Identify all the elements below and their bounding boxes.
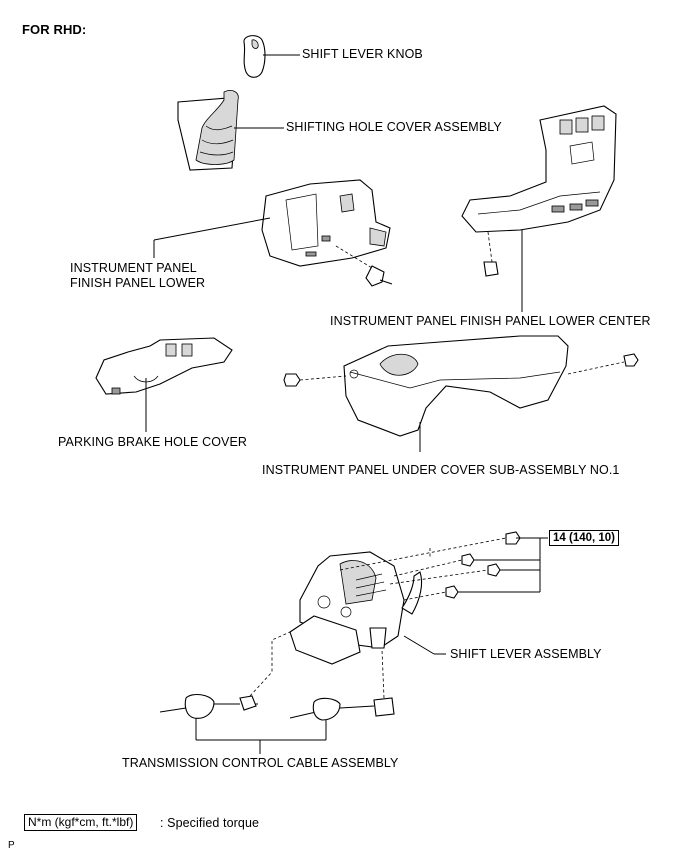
- label-shift-lever-assembly: SHIFT LEVER ASSEMBLY: [450, 647, 602, 661]
- label-transmission-control-cable: TRANSMISSION CONTROL CABLE ASSEMBLY: [122, 756, 399, 770]
- parking-brake-hole-cover-drawing: [95, 337, 233, 432]
- page-title: FOR RHD:: [22, 22, 87, 37]
- shift-lever-knob-drawing: [243, 35, 300, 78]
- legend-unit-description: : Specified torque: [160, 816, 260, 830]
- label-ip-finish-panel-lower-center: INSTRUMENT PANEL FINISH PANEL LOWER CENT…: [330, 314, 651, 328]
- torque-spec-label: 14 (140, 10): [549, 530, 620, 546]
- footer-code: P: [8, 840, 15, 851]
- shifting-hole-cover-drawing: [177, 90, 284, 171]
- ip-under-cover-drawing: [283, 335, 639, 452]
- label-ip-under-cover: INSTRUMENT PANEL UNDER COVER SUB-ASSEMBL…: [262, 463, 620, 477]
- label-shifting-hole-cover: SHIFTING HOLE COVER ASSEMBLY: [286, 120, 502, 134]
- label-parking-brake-hole-cover: PARKING BRAKE HOLE COVER: [58, 435, 248, 449]
- label-ip-finish-panel-lower-line1: INSTRUMENT PANEL: [70, 261, 197, 275]
- legend-unit-box: N*m (kgf*cm, ft.*lbf): [24, 814, 138, 831]
- shift-lever-assembly-drawing: [289, 531, 548, 665]
- label-shift-lever-knob: SHIFT LEVER KNOB: [302, 47, 423, 61]
- ip-finish-panel-lower-drawing: [153, 179, 393, 287]
- label-ip-finish-panel-lower-line2: FINISH PANEL LOWER: [70, 276, 206, 290]
- ip-finish-panel-lower-center-drawing: [461, 105, 617, 312]
- transmission-control-cable-drawing: [159, 631, 395, 754]
